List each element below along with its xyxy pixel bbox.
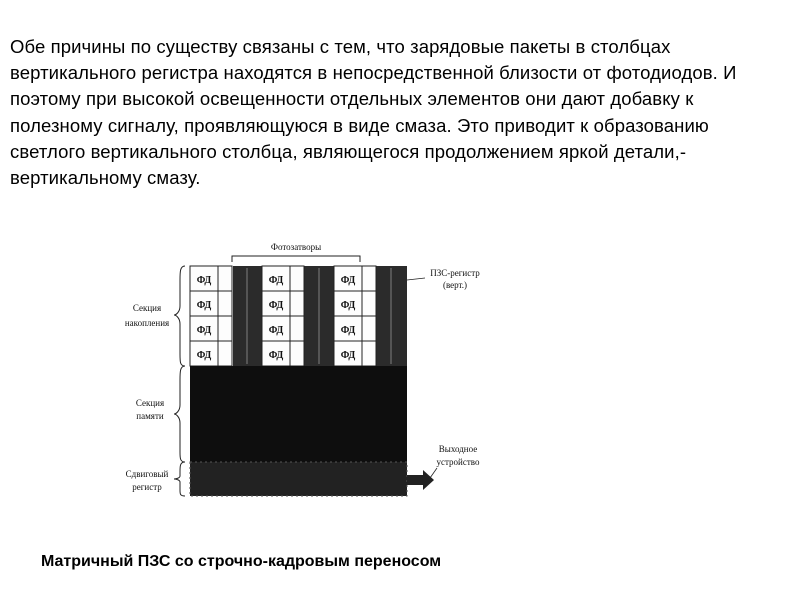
accumulation-label-line2: накопления [125,318,169,328]
vertical-register-columns [233,266,407,366]
accumulation-bracket [173,265,186,367]
output-device-label-line2: устройство [437,457,480,467]
ccd-register-label: ПЗС-регистр [430,268,480,278]
photodiode-label: ФД [197,325,212,336]
shift-register-label: Сдвиговый [126,469,169,479]
accumulation-label: Секция [133,303,161,313]
photodiode-cell [261,340,305,367]
photodiode-cell [189,315,233,342]
photodiode-label: ФД [341,275,356,286]
photodiode-label: ФД [341,350,356,361]
photogates-label: Фотозатворы [271,242,321,252]
photodiode-label: ФД [269,275,284,286]
photodiode-label: ФД [197,275,212,286]
photodiode-cell [261,265,305,292]
photodiode-label: ФД [269,350,284,361]
photodiode-label: ФД [197,300,212,311]
ccd-register-label-line2: (верт.) [443,280,467,290]
output-connector [407,475,423,485]
description-paragraph: Обе причины по существу связаны с тем, ч… [10,36,737,189]
shift-bracket [173,461,186,497]
photodiode-cell [189,290,233,317]
photodiode-cell [333,265,377,292]
photodiode-array: ФД ФД ФД ФД ФД ФД ФД ФД ФД ФД ФД ФД [189,265,377,367]
photodiode-label: ФД [269,325,284,336]
shift-register-label-line2: регистр [132,482,162,492]
figure-caption: Матричный ПЗС со строчно-кадровым перено… [41,553,442,570]
photodiode-label: ФД [197,350,212,361]
photodiode-cell [261,315,305,342]
photodiode-cell [261,290,305,317]
photodiode-cell [333,290,377,317]
photodiode-label: ФД [341,325,356,336]
shift-register [190,462,407,496]
memory-bracket [173,365,186,463]
photodiode-cell [333,340,377,367]
output-device-label: Выходное [439,444,477,454]
output-pointer [429,467,438,479]
photodiode-label: ФД [341,300,356,311]
photogates-bracket [231,255,361,262]
photodiode-cell [333,315,377,342]
memory-label-line2: памяти [136,411,164,421]
register-pointer [406,277,426,281]
photodiode-label: ФД [269,300,284,311]
memory-section [190,366,407,462]
photodiode-cell [189,340,233,367]
output-arrow [423,470,434,490]
memory-label: Секция [136,398,164,408]
